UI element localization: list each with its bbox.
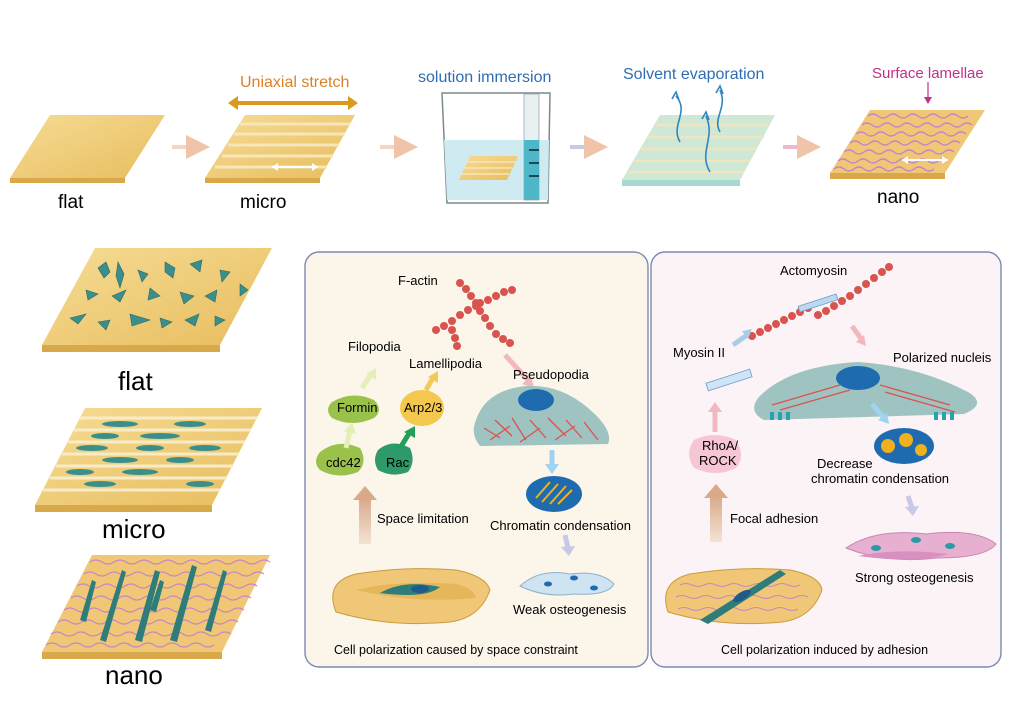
filopodia-label: Filopodia	[348, 339, 402, 354]
lamellipodia-label: Lamellipodia	[409, 356, 483, 371]
substrate-label-micro: micro	[102, 514, 166, 544]
groove-nano-cell-icon	[665, 568, 823, 625]
substrate-label-flat: flat	[118, 366, 153, 396]
weak-osteogenesis-cell-icon	[519, 572, 615, 596]
panel-adhesion: Actomyosin Myosin II Polarized nucleis	[650, 251, 1002, 668]
vapor-arrow-icon	[671, 84, 724, 173]
process-row: flat Uniaxial stretch micro	[10, 65, 985, 213]
weak-osteogenesis-label: Weak osteogenesis	[513, 602, 627, 617]
process-label-micro: micro	[240, 192, 286, 213]
f-actin-icon	[432, 279, 516, 350]
process-label-flat: flat	[58, 192, 84, 213]
formin-label: Formin	[337, 400, 377, 415]
cdc42-node: cdc42	[316, 443, 364, 476]
cdc42-label: cdc42	[326, 455, 361, 470]
chromatin-condensation-label: Chromatin condensation	[490, 518, 631, 533]
evaporation-sheet	[622, 115, 775, 186]
decondensed-nucleus-icon	[874, 428, 934, 464]
panel-space-caption: Cell polarization caused by space constr…	[334, 643, 578, 657]
arp23-node: Arp2/3	[400, 390, 444, 426]
polarized-cell-icon	[754, 362, 978, 420]
space-limitation-label: Space limitation	[377, 511, 469, 526]
focal-adhesion-label: Focal adhesion	[730, 511, 818, 526]
process-flat-sheet	[10, 115, 165, 183]
pseudopodia-cell-icon	[473, 385, 610, 446]
beaker-icon	[441, 92, 551, 204]
rac-node: Rac	[375, 443, 413, 475]
decrease-label: Decrease	[817, 456, 873, 471]
stretch-arrow-icon	[228, 96, 358, 110]
process-label-nano: nano	[877, 187, 919, 208]
formin-node: Formin	[328, 395, 379, 423]
surface-lamellae-label: Surface lamellae	[872, 65, 984, 82]
groove-cell-icon	[332, 568, 491, 625]
cell-icon	[66, 421, 221, 487]
myosin-ii-label: Myosin II	[673, 345, 725, 360]
actomyosin-label: Actomyosin	[780, 263, 847, 278]
process-nano-sheet	[830, 82, 985, 179]
panel-adhesion-caption: Cell polarization induced by adhesion	[721, 643, 928, 657]
cell-icon	[80, 565, 227, 642]
substrate-label-nano: nano	[105, 660, 163, 690]
up-arrow-icon	[710, 496, 722, 542]
chromatin-nucleus-icon	[526, 476, 582, 512]
panel-space-constraint: F-actin Filopodia Lamellipodia Formin Ar…	[304, 251, 649, 668]
rhoa-label: RhoA/	[702, 438, 739, 453]
up-arrow-icon	[359, 498, 371, 544]
rhoa-rock-node: RhoA/ ROCK	[689, 435, 741, 473]
rock-label: ROCK	[699, 453, 737, 468]
pseudopodia-label: Pseudopodia	[513, 367, 590, 382]
substrate-nano	[42, 555, 271, 659]
strong-osteogenesis-label: Strong osteogenesis	[855, 570, 974, 585]
uniaxial-stretch-label: Uniaxial stretch	[240, 74, 349, 91]
substrate-flat	[42, 248, 272, 352]
arp23-label: Arp2/3	[404, 400, 442, 415]
myosin-ii-icon	[705, 368, 753, 392]
polarized-nucleis-label: Polarized nucleis	[893, 350, 992, 365]
solution-immersion-label: solution immersion	[418, 69, 551, 86]
strong-osteogenesis-cell-icon	[844, 531, 997, 561]
process-micro-sheet	[205, 115, 355, 183]
adhesion-chromatin-label: chromatin condensation	[811, 471, 949, 486]
substrate-micro	[35, 408, 262, 512]
rac-label: Rac	[386, 455, 410, 470]
f-actin-label: F-actin	[398, 273, 438, 288]
solvent-evaporation-label: Solvent evaporation	[623, 66, 764, 83]
cell-icon	[69, 259, 249, 331]
